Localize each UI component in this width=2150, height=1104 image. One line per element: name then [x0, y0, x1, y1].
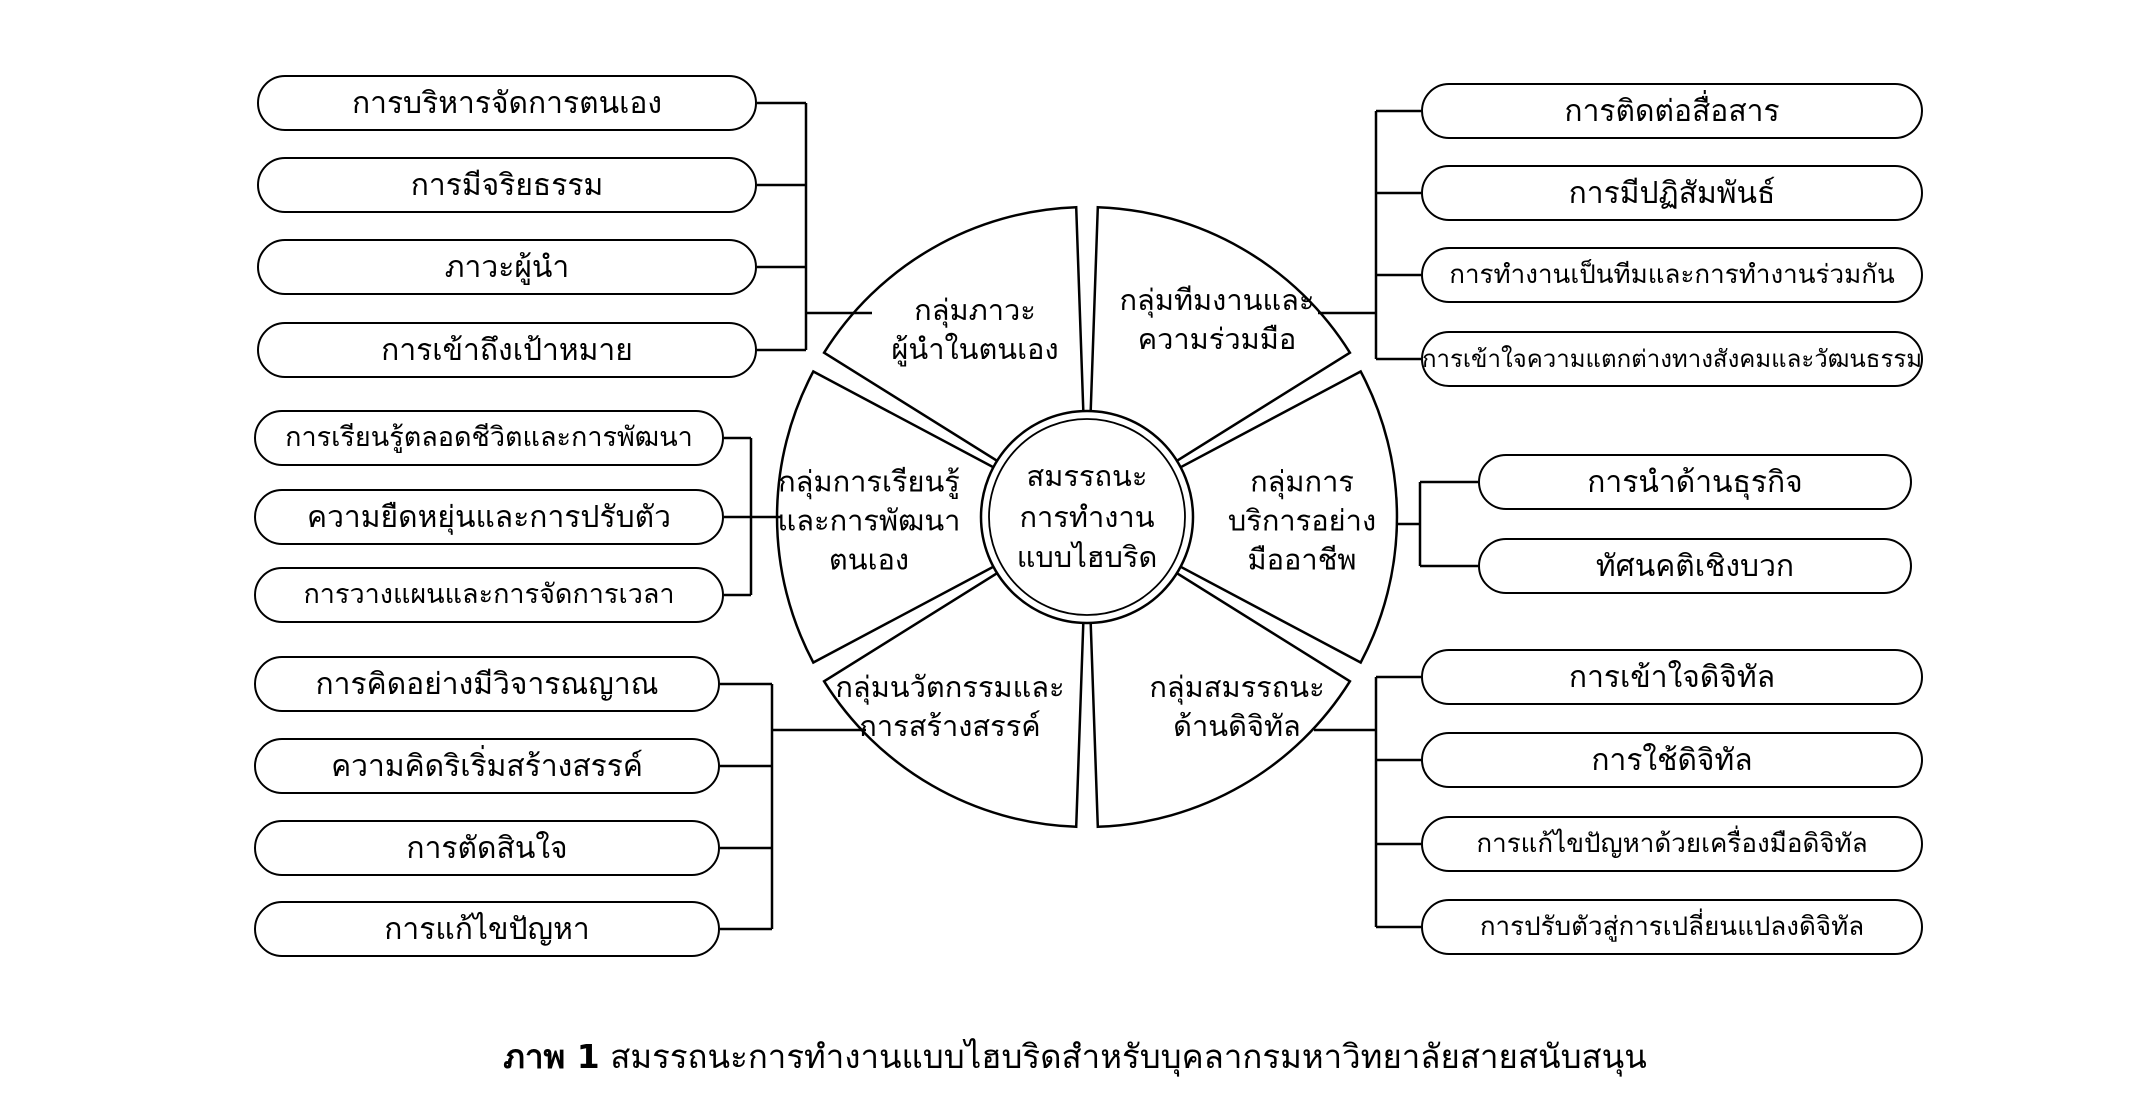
- competency-box-innovation-1: การคิดอย่างมีวิจารณญาณ: [254, 656, 720, 712]
- figure-caption: ภาพ 1 สมรรถนะการทำงานแบบไฮบริดสำหรับบุคล…: [0, 1030, 2150, 1083]
- connector-lines: [720, 101, 1478, 931]
- competency-box-innovation-4: การแก้ไขปัญหา: [254, 901, 720, 957]
- competency-box-leader-4: การเข้าถึงเป้าหมาย: [257, 322, 757, 378]
- competency-box-leader-3: ภาวะผู้นำ: [257, 239, 757, 295]
- center-label: สมรรถนะ การทำงาน แบบไฮบริด: [1016, 459, 1158, 575]
- competency-box-innovation-3: การตัดสินใจ: [254, 820, 720, 876]
- competency-box-team-3: การทำงานเป็นทีมและการทำงานร่วมกัน: [1421, 247, 1923, 303]
- competency-box-learning-1: การเรียนรู้ตลอดชีวิตและการพัฒนา: [254, 410, 724, 466]
- competency-box-innovation-2: ความคิดริเริ่มสร้างสรรค์: [254, 738, 720, 794]
- center-circle-outer: [979, 409, 1195, 625]
- competency-box-learning-2: ความยืดหยุ่นและการปรับตัว: [254, 489, 724, 545]
- competency-box-service-2: ทัศนคติเชิงบวก: [1478, 538, 1912, 594]
- competency-box-digital-3: การแก้ไขปัญหาด้วยเครื่องมือดิจิทัล: [1421, 816, 1923, 872]
- competency-box-digital-2: การใช้ดิจิทัล: [1421, 732, 1923, 788]
- competency-box-digital-4: การปรับตัวสู่การเปลี่ยนแปลงดิจิทัล: [1421, 899, 1923, 955]
- competency-box-learning-3: การวางแผนและการจัดการเวลา: [254, 567, 724, 623]
- competency-box-leader-1: การบริหารจัดการตนเอง: [257, 75, 757, 131]
- competency-box-team-2: การมีปฏิสัมพันธ์: [1421, 165, 1923, 221]
- connector-leader-self: [757, 101, 872, 352]
- competency-box-team-4: การเข้าใจความแตกต่างทางสังคมและวัฒนธรรม: [1421, 331, 1923, 387]
- figure-caption-text: สมรรถนะการทำงานแบบไฮบริดสำหรับบุคลากรมหา…: [599, 1037, 1647, 1076]
- figure-caption-number: ภาพ 1: [503, 1037, 600, 1076]
- center-circle-inner: [988, 418, 1186, 616]
- competency-box-leader-2: การมีจริยธรรม: [257, 157, 757, 213]
- competency-box-digital-1: การเข้าใจดิจิทัล: [1421, 649, 1923, 705]
- connector-team-collab: [1318, 109, 1421, 361]
- connector-learning-dev: [724, 436, 782, 597]
- connector-service-prof: [1396, 480, 1478, 568]
- competency-box-team-1: การติดต่อสื่อสาร: [1421, 83, 1923, 139]
- segment-wedge-service-prof: [1084, 369, 1399, 665]
- competency-box-service-1: การนำด้านธุรกิจ: [1478, 454, 1912, 510]
- connector-digital: [1314, 675, 1421, 929]
- connector-innovation: [720, 682, 866, 931]
